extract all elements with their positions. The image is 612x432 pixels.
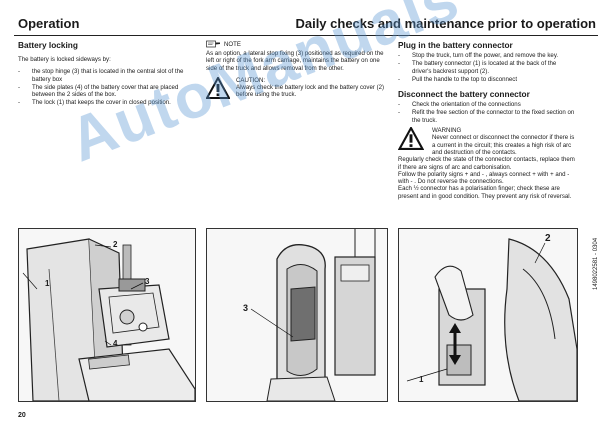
- polarisation-paragraph: Each ½ connector has a polarisation fing…: [398, 185, 572, 200]
- battery-locking-heading: Battery locking: [18, 40, 78, 50]
- disconnect-heading: Disconnect the battery connector: [398, 89, 530, 100]
- callout-3: 3: [145, 277, 150, 286]
- list-item: the stop hinge (3) that is located in th…: [18, 68, 188, 83]
- polarity-paragraph: Follow the polarity signs + and - , alwa…: [398, 170, 570, 186]
- callout-4: 4: [113, 339, 118, 348]
- section-title: Operation: [18, 16, 80, 31]
- caution-label: CAUTION:: [236, 76, 266, 84]
- warning-text: Never connect or disconnect the connecto…: [432, 134, 575, 156]
- warning-triangle-icon: [206, 76, 230, 99]
- lateral-stop-illustration: [207, 229, 387, 401]
- list-item: Check the orientation of the connections: [398, 101, 576, 109]
- figure-lateral-stop: 3: [206, 228, 388, 402]
- note-header: NOTE: [206, 40, 386, 49]
- page-title: Daily checks and maintenance prior to op…: [295, 16, 596, 31]
- contacts-paragraph: Regularly check the state of the connect…: [398, 156, 575, 171]
- caution-block: CAUTION: Always check the battery lock a…: [206, 76, 386, 99]
- warning-block: WARNING Never connect or disconnect the …: [398, 127, 576, 156]
- plug-in-list: Stop the truck, turn off the power, and …: [398, 52, 576, 83]
- battery-locking-list: the stop hinge (3) that is located in th…: [18, 68, 188, 107]
- battery-locking-column: Battery locking The battery is locked si…: [18, 40, 188, 111]
- connector-column: Plug in the battery connector Stop the t…: [398, 40, 576, 200]
- page-header: Operation Daily checks and maintenance p…: [14, 14, 598, 36]
- page-number: 20: [18, 412, 26, 419]
- callout-2: 2: [113, 240, 118, 249]
- warning-label: WARNING: [432, 127, 462, 135]
- battery-locking-intro: The battery is locked sideways by:: [18, 56, 111, 63]
- note-column: NOTE As an option, a lateral stop fixing…: [206, 40, 386, 99]
- battery-connector-illustration: [399, 229, 577, 401]
- callout-1: 1: [419, 375, 424, 384]
- list-item: The lock (1) that keeps the cover in clo…: [18, 99, 188, 107]
- list-item: Refit the free section of the connector …: [398, 109, 576, 124]
- plug-in-heading: Plug in the battery connector: [398, 40, 513, 50]
- figure-battery-lock: 1 2 3 4: [18, 228, 196, 402]
- note-label: NOTE: [224, 40, 241, 48]
- note-text: As an option, a lateral stop fixing (3) …: [206, 50, 384, 72]
- document-code: 1498022581 - 0304: [593, 237, 599, 290]
- battery-lock-illustration: [19, 229, 195, 401]
- list-item: Stop the truck, turn off the power, and …: [398, 52, 576, 60]
- callout-1: 1: [45, 279, 50, 288]
- list-item: Pull the handle to the top to disconnect: [398, 76, 576, 84]
- callout-2: 2: [545, 233, 551, 244]
- note-hand-icon: [206, 40, 220, 48]
- disconnect-list: Check the orientation of the connections…: [398, 101, 576, 124]
- callout-3: 3: [243, 303, 249, 313]
- figure-battery-connector: 1 2: [398, 228, 578, 402]
- warning-triangle-icon: [398, 127, 424, 151]
- caution-text: Always check the battery lock and the ba…: [236, 84, 385, 99]
- header-rule: [14, 34, 598, 36]
- list-item: The side plates (4) of the battery cover…: [18, 84, 188, 99]
- list-item: The battery connector (1) is located at …: [398, 60, 576, 75]
